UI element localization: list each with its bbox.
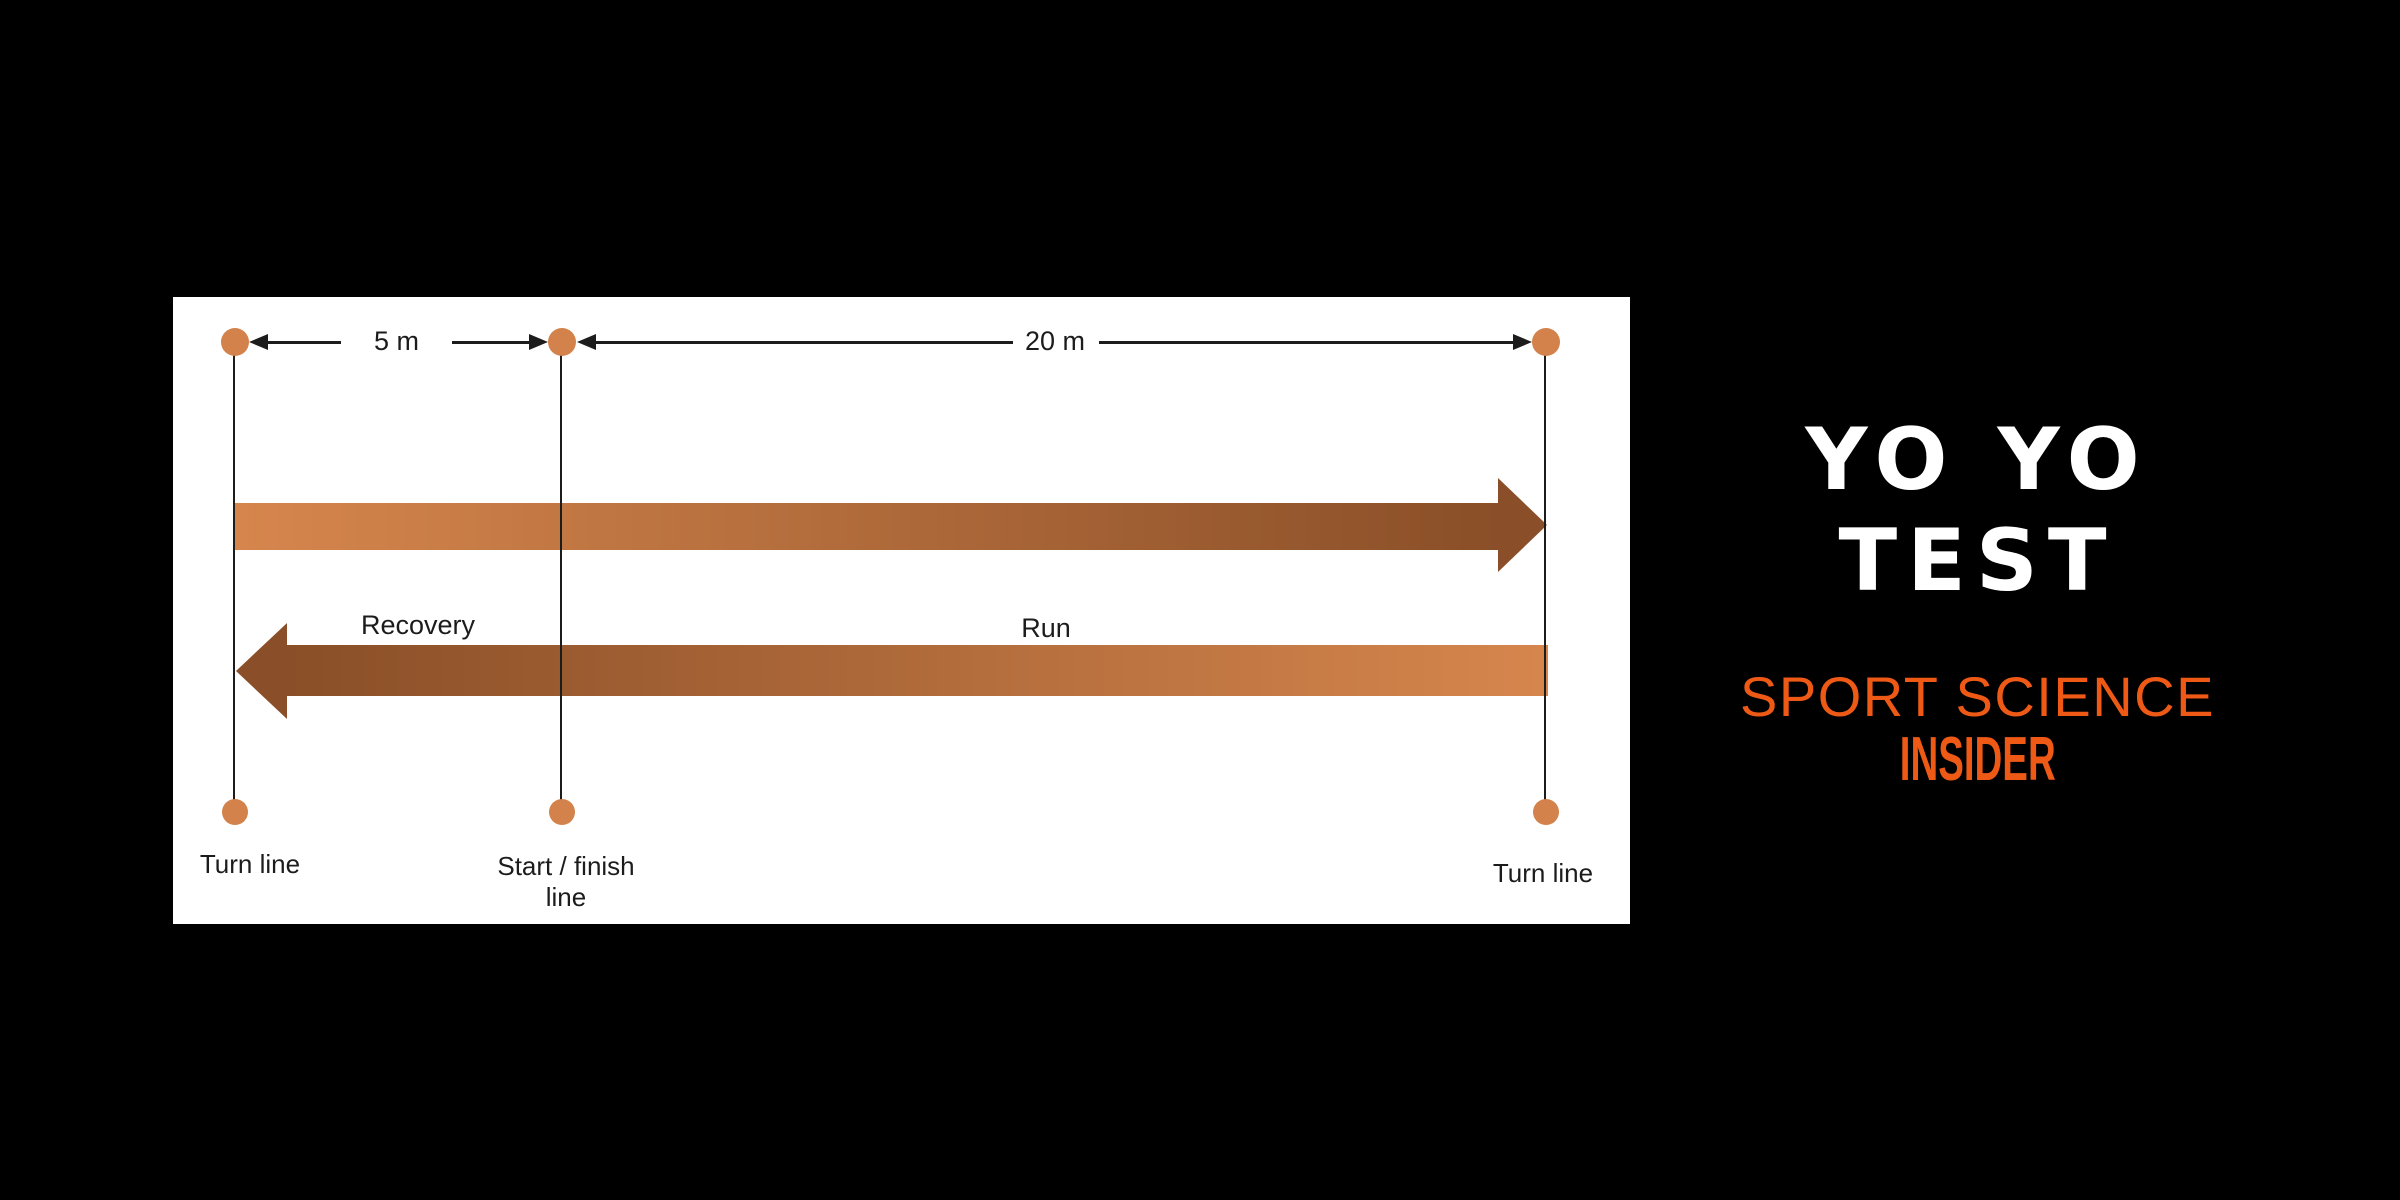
recovery-arrow xyxy=(287,645,1548,696)
brand-title: YO YO TEST xyxy=(1580,410,2375,612)
turn-line-left-vertical xyxy=(233,342,235,812)
turn-line-right-vertical xyxy=(1544,342,1546,812)
turn-line-right-label: Turn line xyxy=(1492,858,1594,888)
dim-arrowhead-right-icon xyxy=(529,334,548,350)
brand-title-line2: TEST xyxy=(1838,511,2117,611)
dim-line xyxy=(1099,341,1513,344)
brand-subtitle: SPORT SCIENCE xyxy=(1740,665,2215,728)
cone-dot-top-right xyxy=(1532,328,1560,356)
run-arrow xyxy=(234,503,1498,550)
cone-dot-bottom-mid xyxy=(549,799,575,825)
dim-line xyxy=(265,341,341,344)
turn-line-left-label: Turn line xyxy=(199,849,301,879)
brand-title-line1: YO YO xyxy=(1805,410,2150,510)
dim-line xyxy=(452,341,530,344)
start-finish-label: Start / finish line xyxy=(466,851,666,913)
dim-arrowhead-right-icon xyxy=(1513,334,1532,350)
dim-line xyxy=(593,341,1013,344)
dimension-5m-label: 5 m xyxy=(373,326,419,356)
cone-dot-top-left xyxy=(221,328,249,356)
dim-arrowhead-left-icon xyxy=(249,334,268,350)
brand-subtitle-bold: INSIDER xyxy=(1580,724,2375,795)
brand-subtitle-bold-text: INSIDER xyxy=(1899,725,2056,794)
branding-block: YO YO TEST SPORT SCIENCE INSIDER xyxy=(1580,0,2375,1200)
cone-dot-bottom-right xyxy=(1533,799,1559,825)
yo-yo-test-diagram-panel: 5 m 20 m Recovery Run Turn line Start / … xyxy=(173,297,1630,924)
start-finish-vertical xyxy=(560,342,562,812)
cone-dot-bottom-left xyxy=(222,799,248,825)
dim-arrowhead-left-icon xyxy=(577,334,596,350)
start-finish-label-line1: Start / finish xyxy=(497,851,635,881)
run-label: Run xyxy=(1021,613,1071,643)
start-finish-label-line2: line xyxy=(545,882,587,912)
recovery-label: Recovery xyxy=(360,610,476,640)
recovery-arrowhead-icon xyxy=(236,623,287,719)
dimension-20m-label: 20 m xyxy=(1024,326,1086,356)
run-arrowhead-icon xyxy=(1498,478,1547,572)
cone-dot-top-mid xyxy=(548,328,576,356)
